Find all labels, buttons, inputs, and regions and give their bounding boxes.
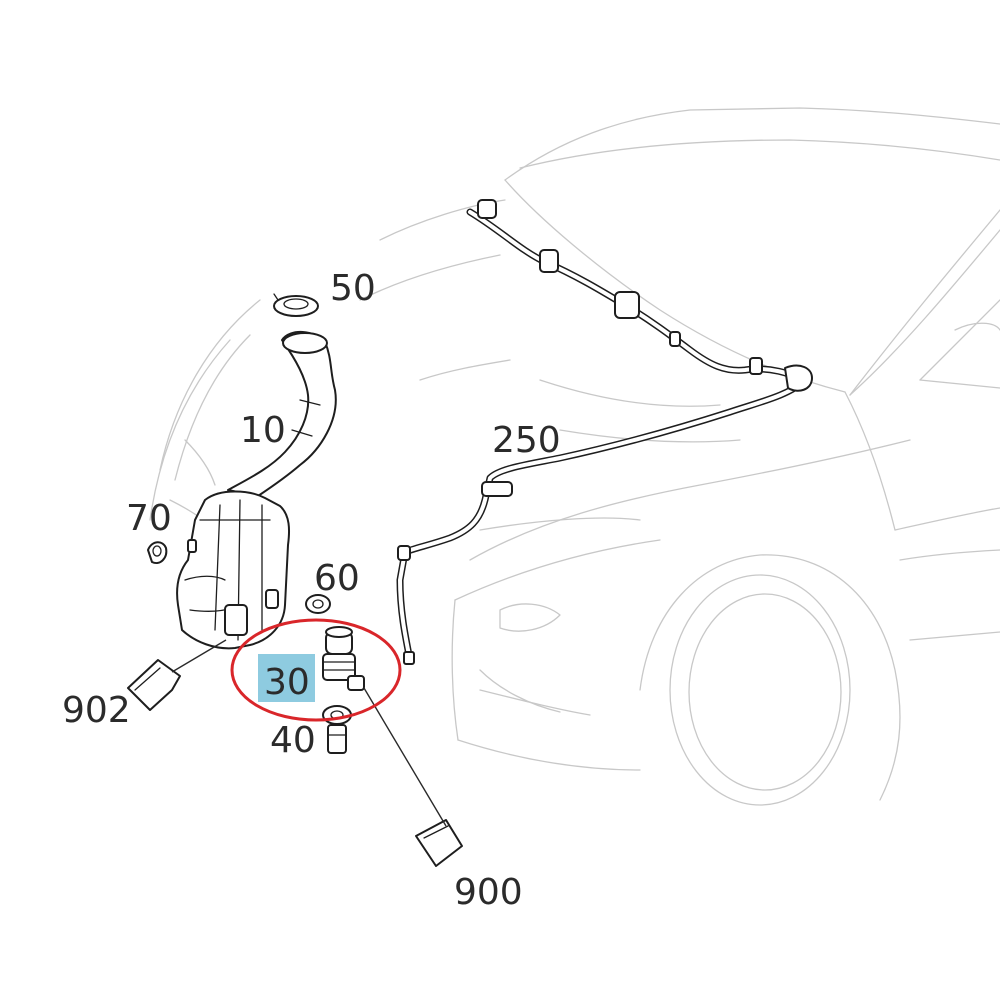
red-circle-annotation	[230, 618, 402, 722]
connector-900	[415, 819, 463, 867]
callout-60: 60	[314, 558, 360, 599]
callout-900: 900	[454, 872, 523, 913]
callout-250: 250	[492, 420, 561, 461]
callout-30-highlight	[258, 654, 315, 702]
grommet-part-60	[305, 594, 331, 614]
leader-lines	[171, 639, 447, 827]
filler-cap	[273, 293, 319, 317]
callout-70: 70	[126, 498, 172, 539]
callout-50: 50	[330, 268, 376, 309]
washer-reservoir	[176, 490, 290, 650]
callout-10: 10	[240, 410, 286, 451]
callout-30: 30	[264, 662, 310, 703]
callout-40: 40	[270, 720, 316, 761]
callout-902: 902	[62, 690, 131, 731]
connector-902	[127, 659, 181, 711]
washer-pump	[322, 626, 365, 754]
grommet-part-70	[147, 541, 168, 564]
filler-neck	[227, 331, 337, 497]
washer-hose-assembly	[396, 199, 813, 665]
